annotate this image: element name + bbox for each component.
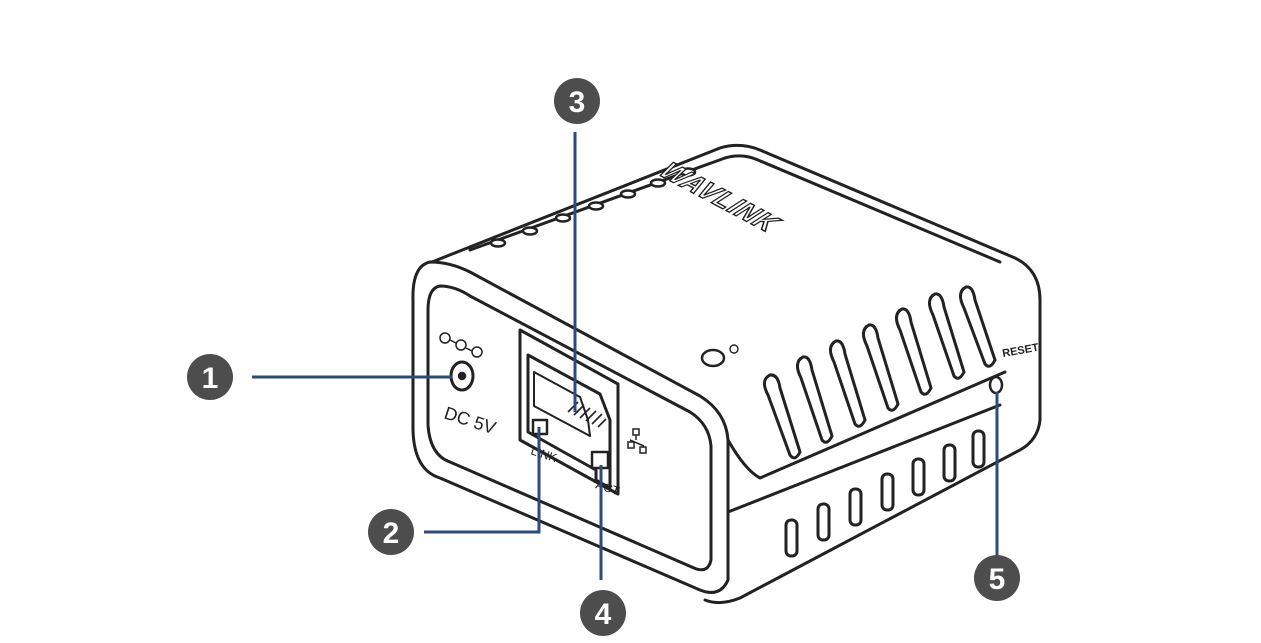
reset-button [988, 375, 1004, 395]
vent-side [829, 339, 867, 428]
side-vents-upper [763, 285, 997, 460]
callout-number: 1 [202, 362, 219, 395]
dc-power-port [439, 332, 483, 392]
vent-lower [816, 502, 831, 542]
vent-top [489, 238, 507, 248]
brand-logo: WAVLINK [653, 158, 787, 238]
dc-power-label: DC 5V [442, 403, 499, 438]
polarity-line [465, 347, 473, 352]
vent-lower [942, 443, 957, 483]
vent-lower [848, 487, 863, 527]
top-vents [489, 167, 697, 248]
print-server-device [411, 143, 1042, 605]
callout-number: 4 [595, 598, 612, 631]
lan-icon [627, 428, 647, 454]
polarity-center-icon [455, 339, 467, 351]
ethernet-port-inner [533, 371, 591, 437]
callout-badge-1: 1 [187, 354, 233, 400]
vent-lower [880, 472, 895, 512]
device-front-bezel [426, 284, 713, 572]
vent-top [649, 178, 667, 188]
polarity-minus-icon [439, 332, 451, 344]
device-front-face [411, 260, 730, 594]
callout-number: 3 [569, 86, 586, 119]
callout-badge-2: 2 [368, 509, 414, 555]
vent-side [862, 323, 900, 412]
callout-badge-4: 4 [580, 590, 626, 636]
leader-lines [252, 132, 999, 580]
callout-number: 5 [989, 563, 1006, 596]
vent-lower [971, 429, 986, 469]
vent-top [619, 189, 637, 199]
vent-side [895, 307, 933, 396]
power-indicator [700, 344, 739, 368]
dc-jack-pin [457, 371, 467, 381]
device-top-edge-inner [468, 154, 1002, 264]
vent-lower [911, 457, 926, 497]
polarity-plus-icon [471, 346, 483, 358]
device-body-seam [726, 403, 1002, 514]
callout-badge-3: 3 [554, 78, 600, 124]
power-led [700, 348, 726, 368]
power-icon [729, 344, 739, 354]
vent-side [928, 292, 966, 380]
vent-top [554, 213, 572, 223]
callout-badge-5: 5 [974, 555, 1020, 601]
polarity-line [449, 339, 457, 344]
vent-side [959, 285, 997, 368]
vent-top [679, 167, 697, 177]
device-body-side [726, 370, 1007, 480]
vent-top [521, 226, 539, 236]
ethernet-port [518, 328, 620, 496]
vent-side [796, 355, 834, 444]
vent-side [763, 373, 802, 460]
leader-line-2 [424, 427, 541, 534]
side-vents-lower [784, 429, 986, 558]
callout-number: 2 [383, 517, 400, 550]
device-top-surface [430, 143, 1042, 605]
reset-label: RESET [1001, 342, 1039, 360]
vent-lower [784, 518, 799, 558]
vent-top [587, 201, 605, 211]
